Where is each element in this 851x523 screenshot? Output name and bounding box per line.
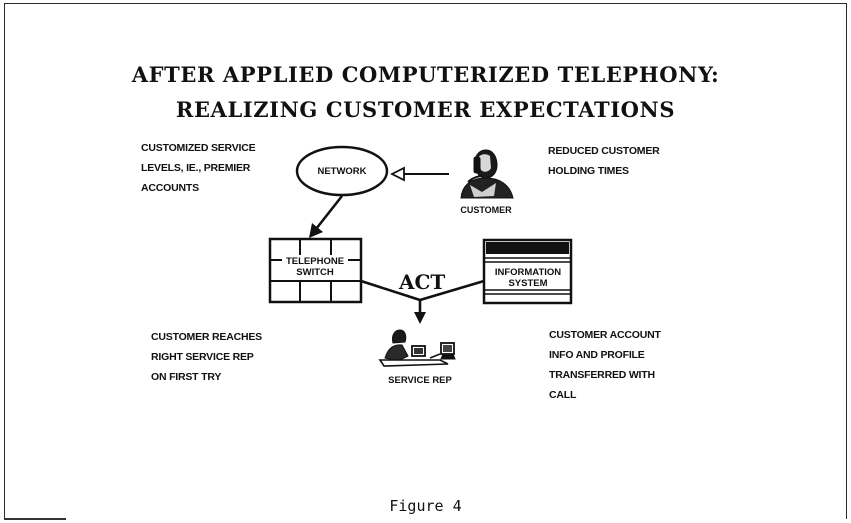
information-system-label-line: SYSTEM (508, 278, 548, 289)
note-bottom-right: CUSTOMER ACCOUNT INFO AND PROFILE TRANSF… (549, 325, 661, 405)
service-rep-label: SERVICE REP (388, 375, 452, 386)
title-line-1: AFTER APPLIED COMPUTERIZED TELEPHONY: (131, 62, 720, 87)
information-system-node (482, 238, 573, 305)
note-line: LEVELS, IE., PREMIER (141, 162, 251, 174)
note-top-left: CUSTOMIZED SERVICE LEVELS, IE., PREMIER … (141, 138, 256, 198)
note-line: HOLDING TIMES (548, 165, 629, 177)
service-rep-icon (378, 329, 456, 367)
network-to-switch-arrow (309, 195, 344, 238)
note-line: RIGHT SERVICE REP (151, 351, 254, 363)
telephone-switch-label-bg (282, 255, 348, 279)
telephone-switch-label: TELEPHONE SWITCH (282, 256, 348, 278)
note-bottom-left: CUSTOMER REACHES RIGHT SERVICE REP ON FI… (151, 327, 262, 387)
customer-icon (460, 149, 514, 199)
title-line-2: REALIZING CUSTOMER EXPECTATIONS (175, 97, 676, 122)
slide-frame (4, 3, 847, 519)
telephone-switch-label-line: TELEPHONE (285, 256, 345, 267)
note-line: REDUCED CUSTOMER (548, 145, 660, 157)
note-line: CUSTOMER REACHES (151, 331, 262, 343)
note-top-right: REDUCED CUSTOMER HOLDING TIMES (548, 141, 660, 181)
note-line: ON FIRST TRY (151, 371, 222, 383)
note-line: CALL (549, 389, 577, 401)
frame-bottom-mark (4, 518, 66, 520)
note-line: ACCOUNTS (141, 182, 199, 194)
note-line: CUSTOMIZED SERVICE (141, 142, 256, 154)
information-system-label: INFORMATION SYSTEM (487, 267, 569, 289)
note-line: INFO AND PROFILE (549, 349, 645, 361)
telephone-switch-label-line: SWITCH (296, 267, 334, 278)
figure-caption: Figure 4 (389, 497, 462, 515)
information-system-label-line: INFORMATION (494, 267, 562, 278)
note-line: TRANSFERRED WITH (549, 369, 655, 381)
note-line: CUSTOMER ACCOUNT (549, 329, 661, 341)
act-label: ACT (399, 270, 446, 294)
act-arrowhead (414, 312, 426, 324)
customer-label: CUSTOMER (460, 205, 512, 215)
network-node (295, 145, 389, 197)
customer-to-network-arrow (389, 166, 449, 182)
network-label: NETWORK (317, 166, 367, 177)
act-connector (360, 279, 485, 314)
